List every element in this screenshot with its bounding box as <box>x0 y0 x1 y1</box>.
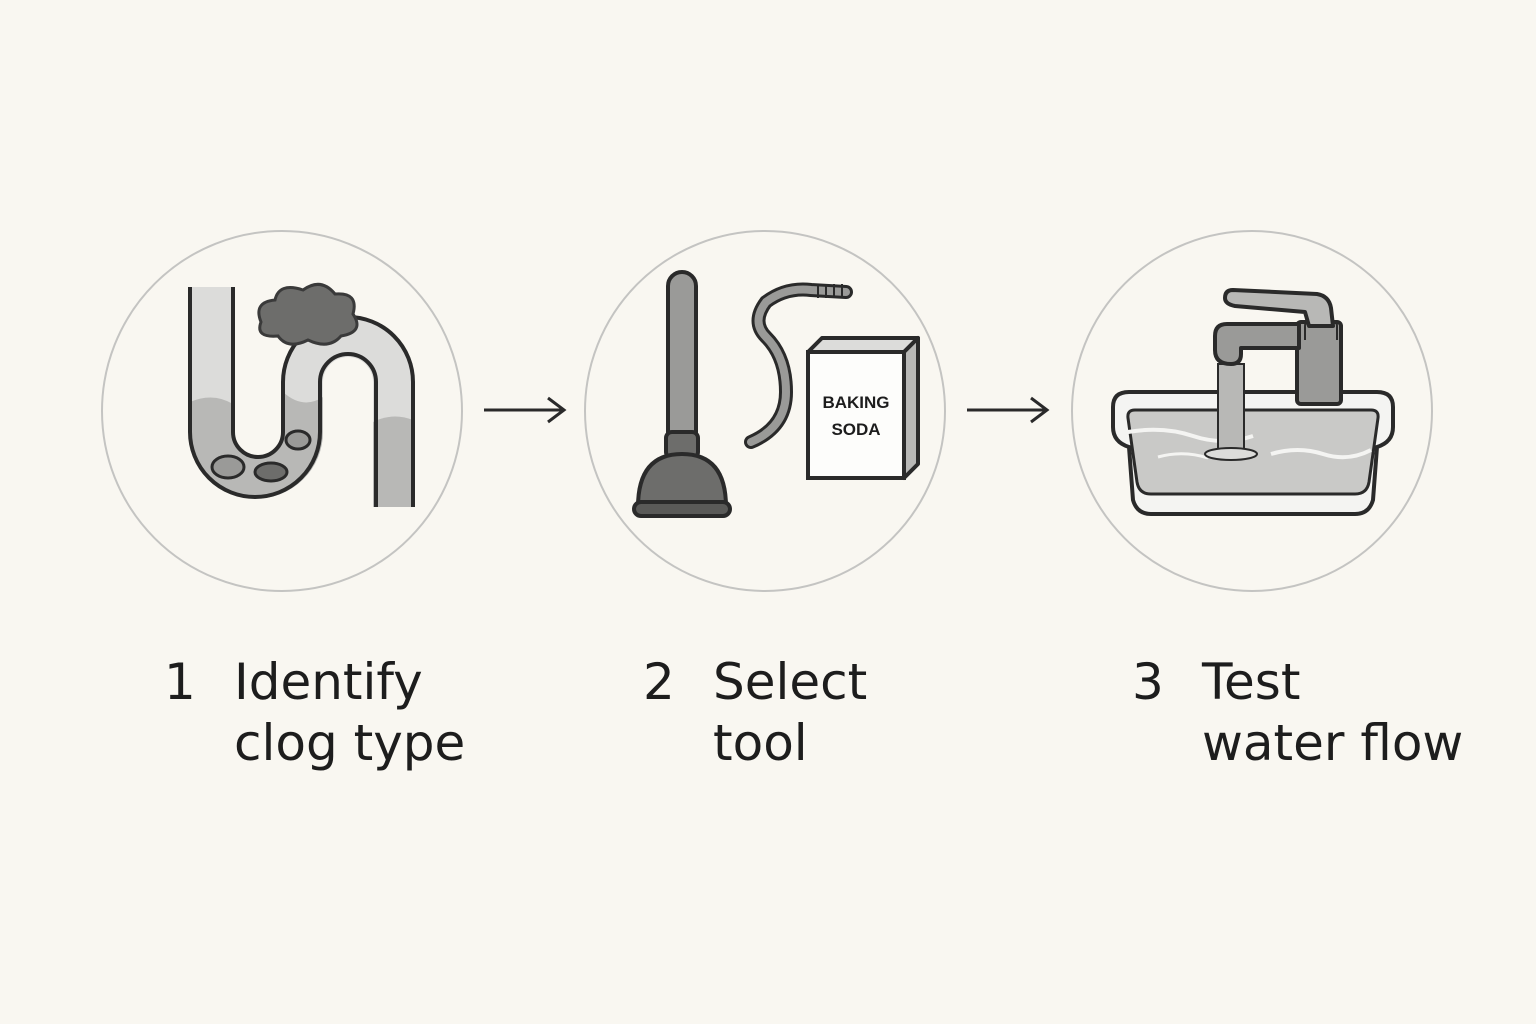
step-3-circle <box>1071 230 1433 592</box>
step-2-circle: BAKING SODA <box>584 230 946 592</box>
arrow-right-icon <box>963 394 1053 426</box>
step-number: 1 <box>164 653 196 711</box>
step-title-line2: water flow <box>1202 714 1464 772</box>
step-title-line1: Select <box>713 653 868 711</box>
step-1-label: 1 Identify clog type <box>164 652 465 774</box>
step-title-line1: Identify <box>234 653 423 711</box>
plumbing-tools-icon: BAKING SODA <box>632 270 920 518</box>
step-1-circle <box>101 230 463 592</box>
baking-soda-label-line2: SODA <box>831 420 880 439</box>
step-title-line2: tool <box>713 714 808 772</box>
baking-soda-label-line1: BAKING <box>822 393 889 412</box>
step-title: Select tool <box>713 652 867 774</box>
step-3-label: 3 Test water flow <box>1132 652 1463 774</box>
step-number: 2 <box>643 653 675 711</box>
faucet-sink-icon <box>1111 288 1395 516</box>
clogged-pipe-icon <box>188 282 415 507</box>
step-title: Identify clog type <box>234 652 465 774</box>
step-title-line2: clog type <box>234 714 466 772</box>
step-2-label: 2 Select tool <box>643 652 867 774</box>
step-title-line1: Test <box>1202 653 1301 711</box>
step-number: 3 <box>1132 653 1164 711</box>
arrow-right-icon <box>480 394 570 426</box>
step-title: Test water flow <box>1202 652 1463 774</box>
